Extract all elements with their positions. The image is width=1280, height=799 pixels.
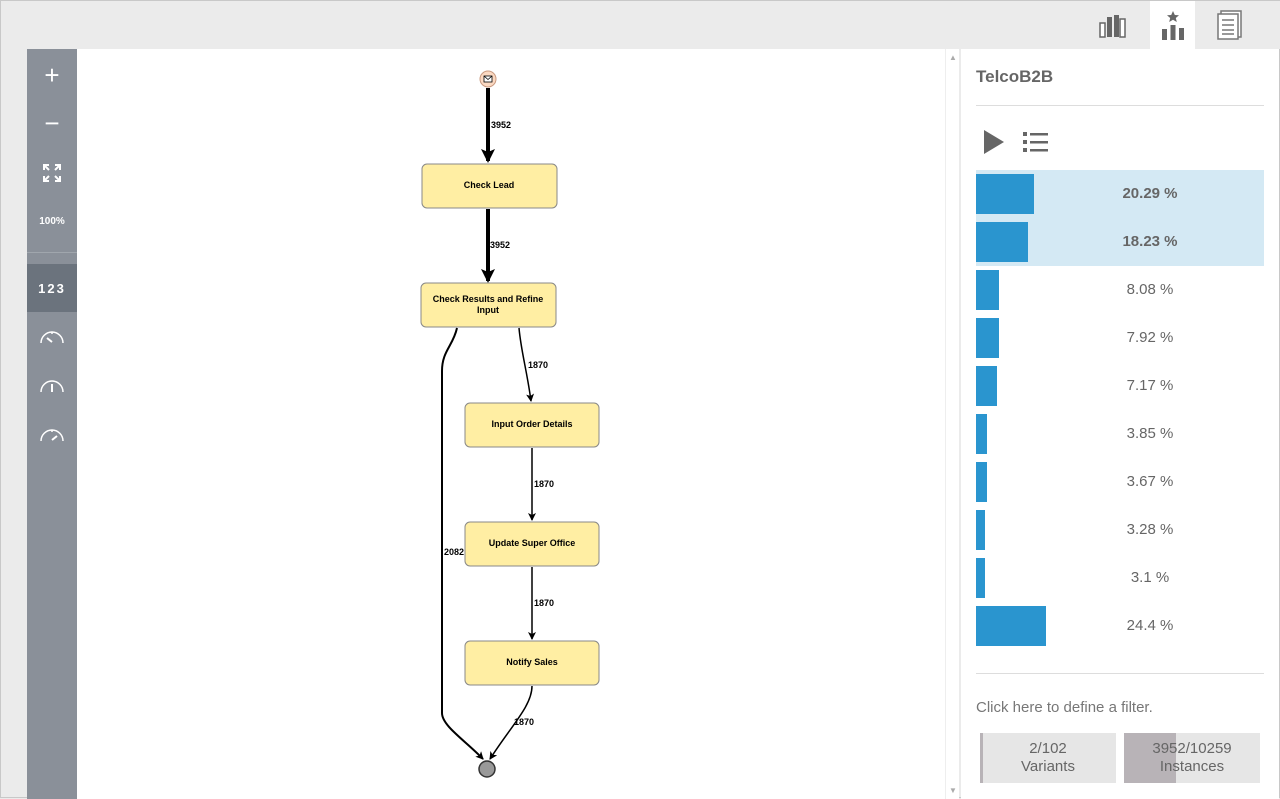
variant-percentage: 24.4 % (1126, 617, 1174, 634)
define-filter-link[interactable]: Click here to define a filter. (976, 699, 1153, 716)
zoom-in-button[interactable]: + (44, 59, 60, 90)
variant-bar (976, 222, 1029, 262)
svg-text:Check Lead: Check Lead (464, 180, 515, 190)
svg-text:Notify Sales: Notify Sales (506, 657, 558, 667)
node-label-line1: Check Results and Refine (433, 294, 544, 304)
divider (976, 105, 1264, 106)
fit-screen-icon (43, 164, 61, 182)
variant-percentage: 7.92 % (1126, 329, 1174, 346)
edge[interactable] (518, 327, 535, 402)
variant-bar (976, 318, 999, 358)
edge-label: 3952 (490, 240, 510, 250)
end-event[interactable] (478, 760, 496, 778)
gauge-fast-icon (40, 429, 64, 442)
scroll-down-icon[interactable]: ▼ (949, 786, 957, 795)
variant-row[interactable]: 24.4 % (976, 602, 1264, 650)
variant-percentage: 18.23 % (1122, 233, 1178, 250)
variant-row[interactable]: 3.85 % (976, 410, 1264, 458)
variant-percentage: 3.1 % (1130, 569, 1170, 586)
edge-label: 1870 (528, 360, 548, 370)
variant-row[interactable]: 18.23 % (976, 218, 1264, 266)
variant-percentage: 7.17 % (1126, 377, 1174, 394)
edge-label: 1870 (514, 717, 534, 727)
speed-slow-button[interactable] (27, 313, 77, 361)
tab-report[interactable] (1207, 1, 1252, 49)
svg-text:Update Super Office: Update Super Office (489, 538, 576, 548)
play-icon[interactable] (982, 129, 1006, 155)
variant-bar (976, 510, 986, 550)
scroll-up-icon[interactable]: ▲ (949, 53, 957, 62)
activity-node[interactable]: Input Order Details (464, 402, 600, 448)
divider (976, 673, 1264, 674)
graph-toolbar: + − 100% 123 (27, 49, 77, 799)
variant-percentage: 3.67 % (1126, 473, 1174, 490)
edge-label: 1870 (534, 598, 554, 608)
speed-fast-button[interactable] (27, 411, 77, 459)
variant-bar (976, 174, 1035, 214)
divider (27, 252, 77, 253)
activity-node[interactable]: Update Super Office (464, 521, 600, 567)
edge-label: 1870 (534, 479, 554, 489)
star-chart-icon (1161, 11, 1184, 40)
edge[interactable] (441, 327, 484, 760)
variant-percentage: 8.08 % (1126, 281, 1174, 298)
gauge-slow-icon (40, 331, 64, 344)
list-icon[interactable] (1023, 131, 1049, 153)
top-bar (1, 1, 1280, 49)
variant-bar (976, 366, 997, 406)
variants-fill (980, 733, 983, 783)
show-numbers-button[interactable]: 123 (27, 264, 77, 312)
variant-bar (976, 270, 1000, 310)
edge-label: 2082 (444, 547, 464, 557)
variant-bar (976, 606, 1047, 646)
svg-text:Input Order Details: Input Order Details (491, 419, 572, 429)
panel-title: TelcoB2B (976, 67, 1054, 86)
instances-fill (1124, 733, 1177, 783)
variant-row[interactable]: 7.92 % (976, 314, 1264, 362)
variant-row[interactable]: 3.1 % (976, 554, 1264, 602)
variant-percentage: 20.29 % (1122, 185, 1178, 202)
document-icon (1216, 10, 1242, 40)
vertical-scrollbar[interactable]: ▲ ▼ (945, 49, 959, 799)
activity-node[interactable]: Notify Sales (464, 640, 600, 686)
node-label-line2: Input (477, 305, 499, 315)
bar-chart-icon (1098, 15, 1126, 38)
variant-percentage: 3.28 % (1126, 521, 1174, 538)
variant-bar (976, 414, 988, 454)
variant-bar (976, 558, 985, 598)
variant-row[interactable]: 8.08 % (976, 266, 1264, 314)
variant-row[interactable]: 20.29 % (976, 170, 1264, 218)
fit-screen-button[interactable] (27, 149, 77, 197)
zoom-level[interactable]: 100% (39, 215, 65, 227)
speed-medium-button[interactable] (27, 362, 77, 410)
variants-panel: TelcoB2B 20.29 % 18.23 % 8.08 % 7.92 % 7.17 … (961, 49, 1279, 799)
process-graph[interactable]: 3952 3952 1870 1870 1870 1870 2082 Check… (77, 49, 945, 799)
activity-node[interactable]: Check Lead (421, 163, 558, 209)
variant-row[interactable]: 3.67 % (976, 458, 1264, 506)
variant-percentage: 3.85 % (1126, 425, 1174, 442)
edge-label: 3952 (491, 120, 511, 130)
edge[interactable] (489, 685, 533, 760)
variant-row[interactable]: 3.28 % (976, 506, 1264, 554)
start-event[interactable] (479, 70, 497, 88)
tab-variants[interactable] (1150, 1, 1195, 49)
tab-statistics[interactable] (1091, 1, 1136, 49)
zoom-out-button[interactable]: − (44, 107, 60, 138)
gauge-medium-icon (40, 380, 64, 393)
variant-bar (976, 462, 987, 502)
variant-row[interactable]: 7.17 % (976, 362, 1264, 410)
